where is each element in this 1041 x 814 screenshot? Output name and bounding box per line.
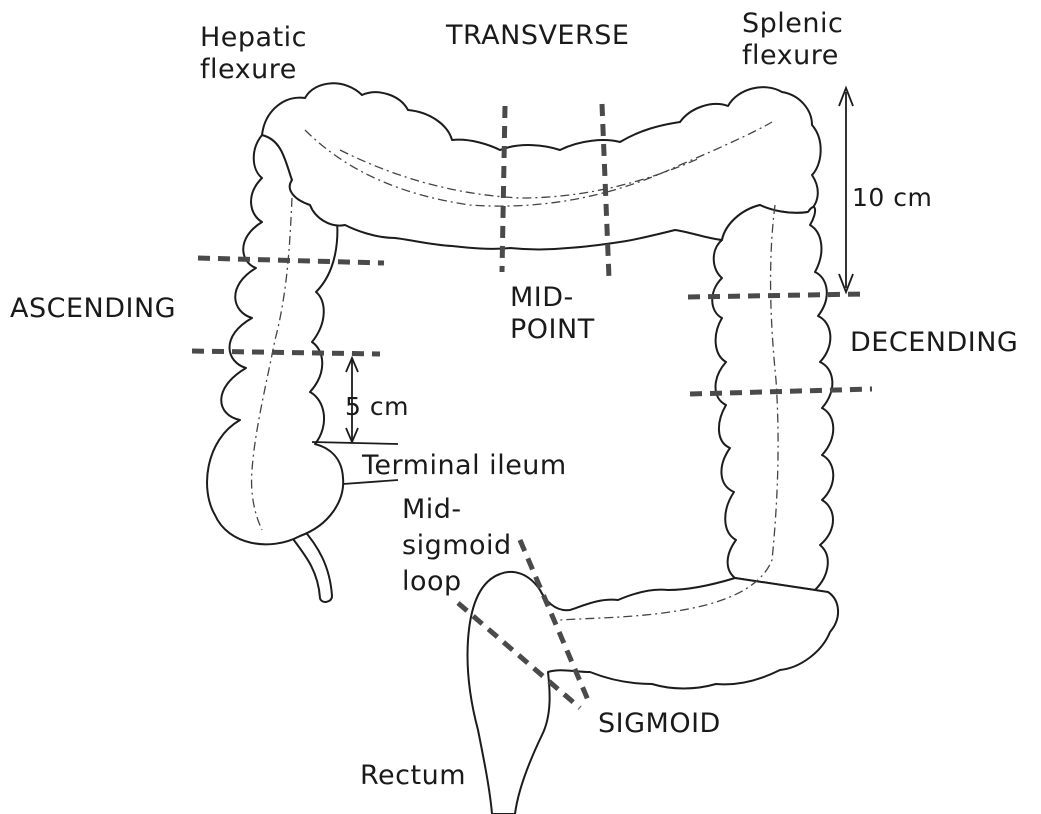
cut-line-midpoint-right bbox=[602, 104, 609, 278]
ascending-label: ASCENDING bbox=[10, 293, 176, 325]
decending-label: DECENDING bbox=[850, 327, 1018, 359]
splenic-flexure-label: Splenic flexure bbox=[742, 8, 843, 72]
mid-sigmoid-loop-label: Mid- sigmoid loop bbox=[402, 492, 512, 600]
terminal-ileum-line-upper bbox=[312, 442, 398, 444]
ten-cm-label: 10 cm bbox=[852, 183, 932, 213]
cut-line-descending-upper bbox=[688, 294, 865, 297]
sigmoid-label: SIGMOID bbox=[598, 708, 721, 740]
descending-colon bbox=[712, 205, 833, 590]
sigmoid-colon bbox=[467, 572, 838, 814]
transverse-label: TRANSVERSE bbox=[446, 20, 629, 52]
cut-line-midpoint-left bbox=[502, 106, 505, 272]
appendix bbox=[290, 528, 332, 602]
hepatic-flexure-label: Hepatic flexure bbox=[200, 22, 307, 86]
terminal-ileum-label: Terminal ileum bbox=[362, 450, 567, 482]
rectum-label: Rectum bbox=[360, 760, 466, 792]
mid-point-label: MID- POINT bbox=[510, 282, 595, 346]
five-cm-label: 5 cm bbox=[345, 392, 409, 422]
